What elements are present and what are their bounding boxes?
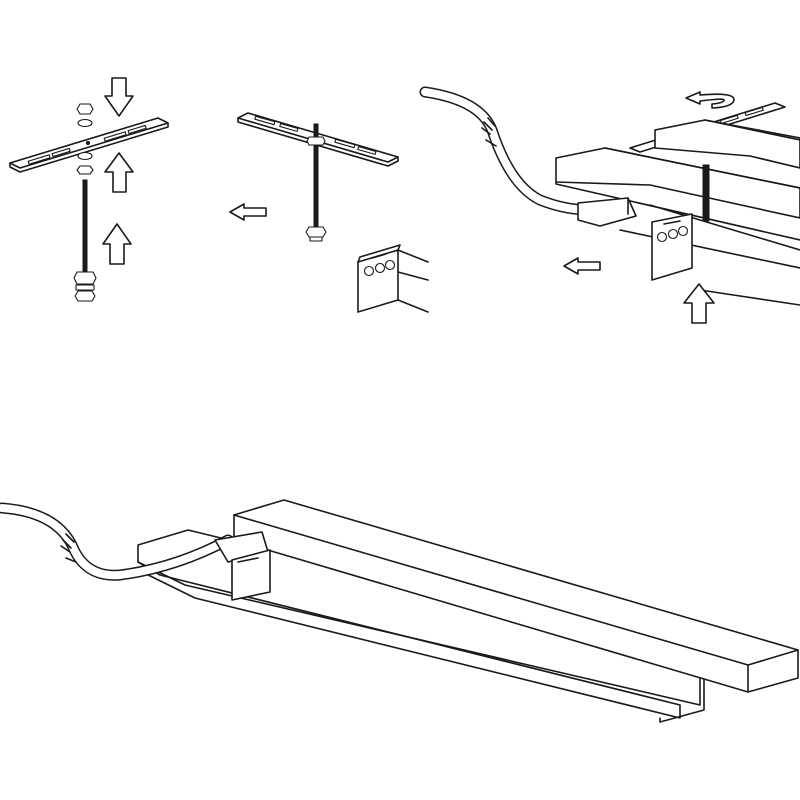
nut-icon bbox=[306, 136, 326, 146]
threaded-rod bbox=[702, 164, 710, 222]
rotate-icon bbox=[685, 91, 735, 109]
arrow-up-icon bbox=[102, 223, 132, 265]
fixture-body bbox=[654, 119, 800, 169]
nut-icon bbox=[74, 290, 96, 302]
arrow-left-icon bbox=[563, 257, 601, 275]
arrow-left-icon bbox=[229, 203, 267, 221]
power-cable bbox=[419, 86, 596, 216]
fixture-end-cap bbox=[651, 213, 693, 281]
arrow-up-icon bbox=[104, 152, 134, 193]
nut-icon bbox=[305, 226, 327, 238]
step4-installed-fixture bbox=[0, 499, 799, 723]
washer-icon bbox=[77, 118, 93, 128]
nut-icon bbox=[76, 165, 94, 175]
arrow-up-icon bbox=[683, 283, 715, 324]
threaded-rod bbox=[82, 179, 88, 273]
arrow-down-icon bbox=[104, 77, 134, 117]
step2-bracket-on-ceiling bbox=[229, 112, 429, 313]
nut-icon bbox=[76, 103, 94, 115]
washer-icon bbox=[77, 151, 93, 161]
cable-connector bbox=[577, 197, 637, 227]
fixture-end-cap bbox=[357, 249, 399, 313]
step3-connect-and-attach bbox=[419, 86, 800, 324]
nut-icon bbox=[73, 271, 97, 285]
step1-bracket-assembly bbox=[9, 77, 169, 302]
fixture-end-cap bbox=[231, 549, 271, 601]
